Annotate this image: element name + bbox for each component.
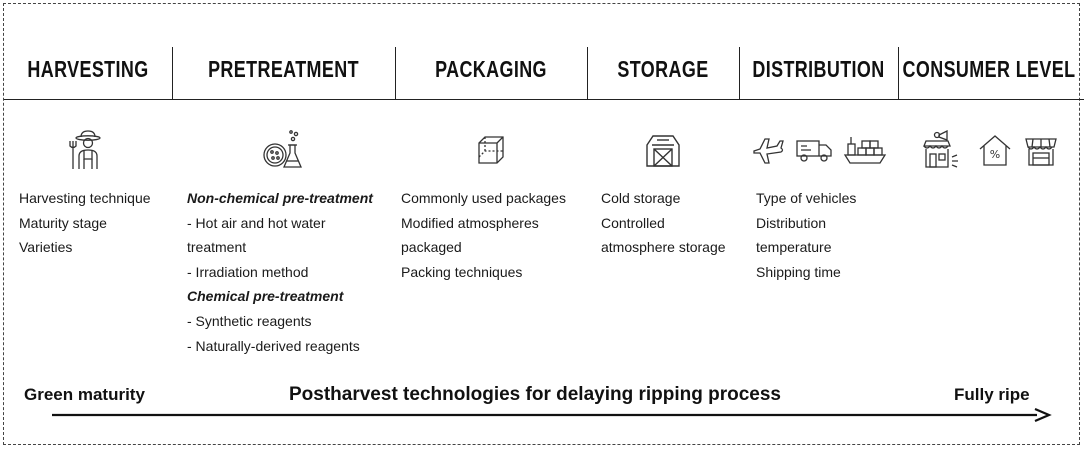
list-item: - Naturally-derived reagents bbox=[187, 337, 360, 354]
stage-icons bbox=[172, 125, 395, 175]
column-divider bbox=[587, 47, 588, 100]
list-item: Packing techniques bbox=[401, 263, 523, 280]
list-item: Harvesting technique bbox=[19, 190, 151, 206]
stage-item-list: Type of vehicles Distribution temperatur… bbox=[756, 186, 856, 284]
list-item: - Synthetic reagents bbox=[187, 312, 312, 329]
airplane-icon bbox=[751, 133, 785, 167]
shop-with-megaphone-icon bbox=[921, 130, 967, 170]
stage-item-list: Non-chemical pre-treatment - Hot air and… bbox=[187, 186, 373, 358]
stage-title: DISTRIBUTION bbox=[752, 55, 885, 82]
list-item-heading: Chemical pre-treatment bbox=[187, 288, 344, 305]
barn-icon bbox=[644, 131, 682, 169]
stage-title: PRETREATMENT bbox=[208, 55, 359, 82]
column-divider bbox=[172, 47, 173, 100]
ripening-arrow bbox=[52, 408, 1052, 422]
stage-item-list: Commonly used packages Modified atmosphe… bbox=[401, 186, 566, 284]
column-divider bbox=[739, 47, 740, 100]
list-item: Cold storage bbox=[601, 190, 681, 206]
list-item: Controlled bbox=[601, 214, 665, 231]
list-item: packaged bbox=[401, 239, 462, 256]
list-item: treatment bbox=[187, 239, 247, 256]
process-caption: Postharvest technologies for delaying ri… bbox=[289, 384, 781, 405]
box-icon bbox=[474, 133, 508, 167]
list-item: - Hot air and hot water bbox=[187, 214, 326, 231]
petri-dish-and-flask-icon bbox=[261, 129, 307, 171]
list-item: atmosphere storage bbox=[601, 239, 726, 256]
list-item: Type of vehicles bbox=[756, 190, 857, 206]
cargo-ship-icon bbox=[843, 133, 887, 167]
list-item: Distribution bbox=[756, 214, 827, 231]
stage-icons bbox=[395, 125, 587, 175]
list-item-heading: Non-chemical pre-treatment bbox=[187, 190, 373, 206]
stage-icons bbox=[744, 125, 894, 175]
green-maturity-label: Green maturity bbox=[24, 385, 145, 404]
stage-title: STORAGE bbox=[617, 55, 709, 82]
fully-ripe-label: Fully ripe bbox=[954, 385, 1030, 404]
stage-icons bbox=[587, 125, 739, 175]
column-divider bbox=[898, 47, 899, 100]
stage-title: HARVESTING bbox=[27, 55, 149, 82]
market-stall-icon bbox=[1023, 132, 1059, 168]
truck-icon bbox=[795, 136, 833, 164]
column-divider bbox=[395, 47, 396, 100]
stage-title: PACKAGING bbox=[435, 55, 547, 82]
list-item: Shipping time bbox=[756, 263, 841, 280]
stage-title: CONSUMER LEVEL bbox=[902, 55, 1076, 82]
list-item: Maturity stage bbox=[19, 214, 107, 231]
stage-icons: % bbox=[906, 125, 1074, 175]
farmer-icon bbox=[69, 129, 107, 171]
stage-item-list: Cold storage Controlled atmosphere stora… bbox=[601, 186, 726, 260]
list-item: temperature bbox=[756, 239, 832, 256]
stage-icons bbox=[4, 125, 172, 175]
list-item: Varieties bbox=[19, 239, 73, 256]
house-discount-icon: % bbox=[977, 132, 1013, 168]
diagram-frame bbox=[3, 3, 1080, 445]
list-item: - Irradiation method bbox=[187, 263, 309, 280]
list-item: Commonly used packages bbox=[401, 190, 566, 206]
stage-item-list: Harvesting technique Maturity stage Vari… bbox=[19, 186, 151, 260]
svg-text:%: % bbox=[990, 148, 1000, 161]
list-item: Modified atmospheres bbox=[401, 214, 539, 231]
header-divider-line bbox=[4, 99, 1084, 100]
